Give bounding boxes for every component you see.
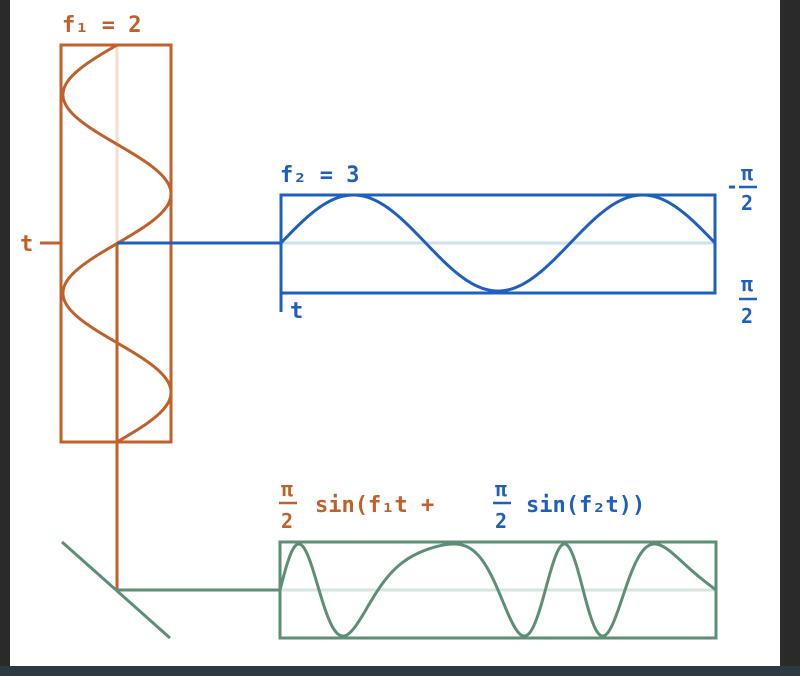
wave2-top-num: π bbox=[741, 161, 753, 185]
wave2-curve bbox=[279, 193, 717, 293]
wave2-bottom-den: 2 bbox=[741, 304, 753, 328]
wave2-axis-label: t bbox=[290, 299, 303, 324]
formula-inner-den: 2 bbox=[495, 509, 507, 533]
wave1-label: f₁ = 2 bbox=[62, 13, 141, 38]
formula-coef-den: 2 bbox=[281, 509, 293, 533]
wave1-axis-label: t bbox=[20, 232, 33, 257]
wave2-bottom-label: π 2 bbox=[739, 272, 757, 328]
wave2-top-den: 2 bbox=[741, 191, 753, 215]
formula-part2: sin(f₂t)) bbox=[526, 493, 645, 518]
mirror-line bbox=[61, 540, 171, 640]
window-bottom-bar bbox=[0, 666, 800, 676]
diagram-canvas: f₁ = 2 t f₂ = 3 t - π 2 π 2 π 2 sin(f₁t … bbox=[10, 0, 780, 666]
wave3-curve bbox=[278, 542, 717, 638]
wave2-top-sign: - bbox=[726, 174, 738, 198]
wave3-formula: π 2 sin(f₁t + π 2 sin(f₂t)) bbox=[279, 477, 645, 533]
wave2-label: f₂ = 3 bbox=[280, 163, 359, 188]
formula-part1: sin(f₁t + bbox=[315, 493, 434, 518]
formula-coef-num: π bbox=[281, 477, 293, 501]
formula-inner-num: π bbox=[495, 477, 507, 501]
wave2-top-label: - π 2 bbox=[726, 161, 757, 215]
wave2-bottom-num: π bbox=[741, 272, 753, 296]
diagram-svg: f₁ = 2 t f₂ = 3 t - π 2 π 2 π 2 sin(f₁t … bbox=[20, 13, 757, 640]
